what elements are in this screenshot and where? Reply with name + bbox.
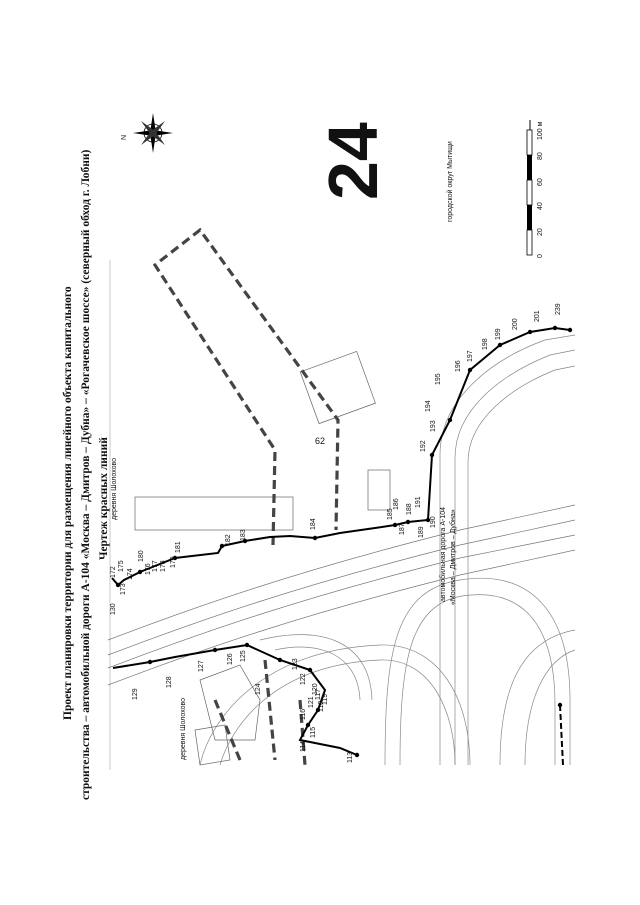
village-label-2: деревня Шолохово — [180, 697, 187, 760]
point-label: 199 — [495, 328, 502, 340]
village-label-1: деревня Шолохово — [111, 457, 118, 520]
scale-tick-60: 60 — [537, 178, 544, 186]
scale-tick-100: 100 м — [537, 121, 544, 140]
district-label: городской округ Мытищи — [447, 141, 454, 222]
page-number: 62 — [314, 436, 325, 446]
point-label: 190 — [430, 516, 437, 528]
point-label: 121 — [308, 696, 315, 708]
point-label: 196 — [455, 360, 462, 372]
point-label: 180 — [138, 550, 145, 562]
buildings — [134, 350, 391, 766]
point-label: 187 — [399, 523, 406, 535]
road-label-1: автомобильная дорога А-104 — [440, 506, 447, 602]
point-label: 198 — [482, 338, 489, 350]
point-label: 194 — [425, 400, 432, 412]
scale-bar — [526, 120, 533, 256]
point-label: 200 — [512, 318, 519, 330]
point-label: 186 — [393, 498, 400, 510]
point-label: 181 — [175, 541, 182, 553]
point-label: 113 — [347, 751, 354, 763]
point-label: 127 — [198, 660, 205, 672]
scale-tick-0: 0 — [537, 254, 544, 258]
scale-tick-80: 80 — [537, 152, 544, 160]
point-label: 189 — [418, 526, 425, 538]
point-label: 172 — [110, 566, 117, 578]
point-label: 175 — [118, 560, 125, 572]
point-label: 114 — [300, 740, 307, 752]
point-label: 191 — [415, 496, 422, 508]
point-label: 124 — [255, 683, 262, 695]
point-label: 174 — [127, 568, 134, 580]
point-label: 125 — [240, 650, 247, 662]
point-markers — [115, 325, 573, 758]
road-label-2: «Москва – Дмитров – Дубна» — [450, 509, 457, 605]
point-label: 176 — [145, 563, 152, 575]
point-label: 122 — [300, 673, 307, 685]
point-label: 115 — [310, 726, 317, 738]
point-label: 182 — [225, 534, 232, 546]
point-label: 130 — [110, 603, 117, 615]
point-label: 197 — [467, 350, 474, 362]
point-label: 173 — [120, 583, 127, 595]
scale-tick-40: 40 — [537, 202, 544, 210]
point-label: 193 — [430, 420, 437, 432]
point-label: 123 — [292, 658, 299, 670]
point-label: 184 — [310, 518, 317, 530]
point-label: 188 — [406, 503, 413, 515]
point-label: 192 — [420, 440, 427, 452]
planning-boundary — [152, 227, 340, 766]
interchange-loops — [199, 334, 576, 766]
point-label: 178 — [160, 560, 167, 572]
highway-a104 — [107, 504, 576, 686]
point-label: 177 — [152, 560, 159, 572]
point-label: 117 — [315, 688, 322, 700]
compass-north-letter: N — [121, 134, 128, 140]
point-label: 126 — [227, 653, 234, 665]
point-label: 116 — [300, 708, 307, 720]
point-label: 129 — [132, 688, 139, 700]
point-label: 185 — [387, 508, 394, 520]
point-label: 195 — [435, 373, 442, 385]
point-label: 183 — [240, 529, 247, 541]
point-label: 239 — [555, 303, 562, 315]
point-label: 118 — [318, 700, 325, 712]
point-label: 201 — [534, 310, 541, 322]
compass-rose-icon — [133, 113, 173, 153]
point-label: 179 — [170, 556, 177, 568]
point-label: 128 — [166, 676, 173, 688]
scale-tick-20: 20 — [537, 228, 544, 236]
